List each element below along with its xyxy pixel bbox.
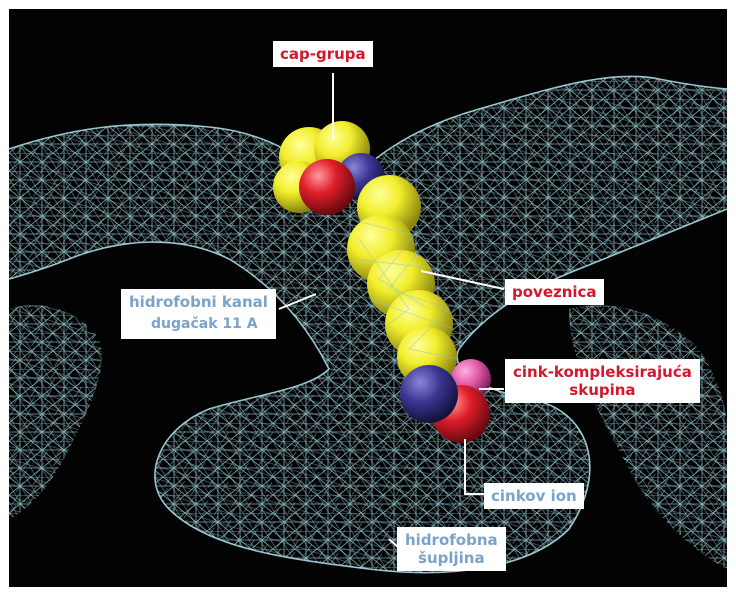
zinc-ion-text: cinkov ion [491,487,577,505]
zinc-binding-nitrogen-sphere [400,365,458,423]
scene-canvas [9,9,727,587]
zinc-ion-label: cinkov ion [484,483,584,509]
molecular-surface-scene: cap-grupa poveznica hidrofobni kanal dug… [9,9,727,587]
hydrophobic-channel-line2: dugačak 11 A [129,315,268,333]
zinc-binding-line2: skupina [513,381,692,399]
zinc-binding-line1: cink-kompleksirajuća [513,363,692,381]
cap-group-text: cap-grupa [280,45,366,63]
hydrophobic-channel-label: hidrofobni kanal dugačak 11 A [121,289,276,339]
zinc-binding-group-label: cink-kompleksirajuća skupina [505,359,700,403]
wireframe-surface [9,9,727,587]
hydrophobic-channel-line1: hidrofobni kanal [129,293,268,311]
hydrophobic-cavity-line2: šupljina [405,549,498,567]
cap-oxygen-sphere [299,159,355,215]
cap-group-label: cap-grupa [273,41,373,67]
linker-label: poveznica [505,279,604,305]
linker-text: poveznica [512,283,597,301]
hydrophobic-cavity-label: hidrofobna šupljina [397,527,506,571]
hydrophobic-cavity-line1: hidrofobna [405,531,498,549]
